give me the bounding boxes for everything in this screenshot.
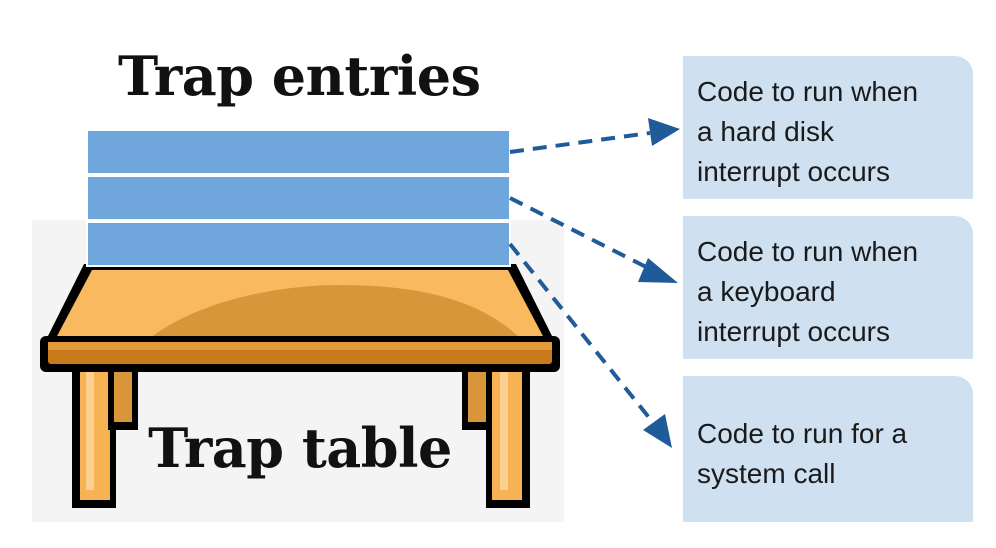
callout-line: Code to run when — [697, 76, 919, 107]
arrowhead-hard-disk — [648, 118, 680, 146]
wooden-table-icon — [40, 264, 560, 508]
callout-line: interrupt occurs — [697, 316, 890, 347]
callout-hard-disk: Code to run when a hard disk interrupt o… — [683, 56, 973, 199]
trap-table-title: Trap table — [148, 416, 452, 480]
trap-entry-keyboard — [86, 175, 511, 221]
trap-entries-stack — [86, 129, 511, 267]
arrow-syscall — [508, 242, 657, 427]
callout-syscall: Code to run for a system call — [683, 376, 973, 522]
callout-line: Code to run for a — [697, 418, 908, 449]
arrow-heads — [638, 118, 680, 448]
callout-line: a keyboard — [697, 276, 836, 307]
callout-line: a hard disk — [697, 116, 834, 147]
trap-entries-title: Trap entries — [118, 44, 481, 108]
callout-keyboard: Code to run when a keyboard interrupt oc… — [683, 216, 973, 359]
arrowhead-keyboard — [638, 258, 678, 283]
callout-line: Code to run when — [697, 236, 919, 267]
callout-line: system call — [697, 458, 836, 489]
pointer-arrows — [508, 131, 657, 427]
callout-line: interrupt occurs — [697, 156, 890, 187]
trap-entry-hard-disk — [86, 129, 511, 175]
arrow-keyboard — [509, 196, 653, 272]
trap-entry-syscall — [86, 221, 511, 267]
arrow-hard-disk — [509, 131, 651, 154]
arrowhead-syscall — [643, 414, 672, 448]
